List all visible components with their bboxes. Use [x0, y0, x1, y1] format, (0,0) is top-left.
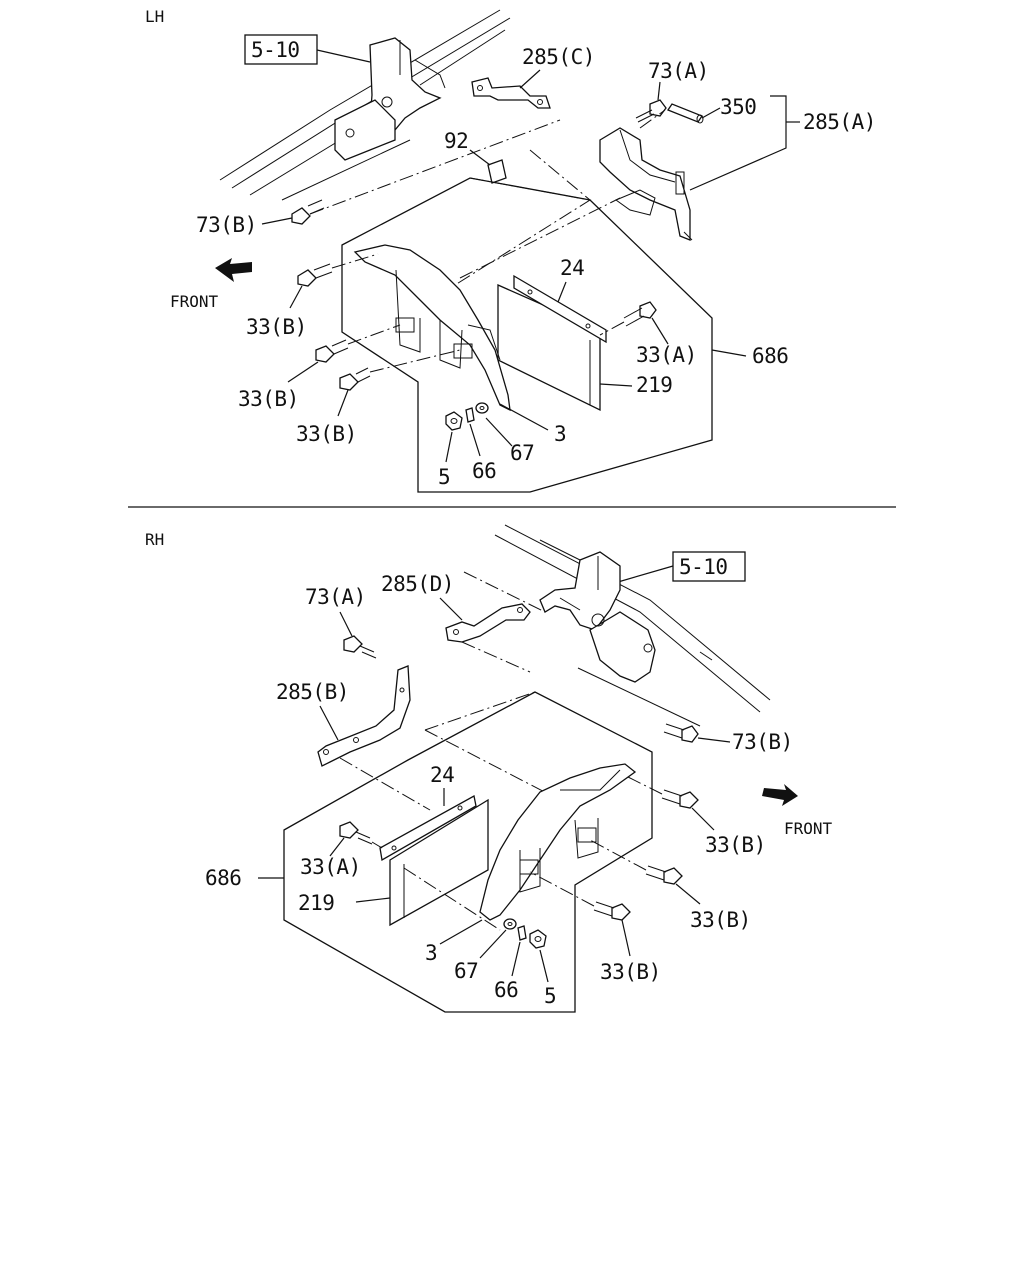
rh-frame-rail: [494, 524, 771, 713]
rh-cab-mount-bracket: [539, 551, 701, 727]
rh-bolt-73a: [343, 635, 377, 659]
rh-bolt-33a: [339, 821, 373, 845]
lh-nut-5: [445, 411, 463, 431]
lh-ref-box: [244, 34, 318, 65]
rh-nut-5: [529, 929, 547, 949]
rh-bolt-33b-2: [645, 865, 683, 885]
rh-section: RH 5-10 285(D): [145, 524, 833, 1013]
lh-bolt-33b-3: [339, 367, 371, 391]
lh-label-33b-2: 33(B): [238, 387, 299, 411]
lh-frame-rail: [219, 9, 511, 196]
rh-strip-24: [379, 795, 477, 862]
rh-bracket-285d: [445, 603, 531, 643]
rh-ref-box-label: 5-10: [679, 555, 728, 579]
lh-label-73b: 73(B): [196, 213, 257, 237]
lh-label-285c: 285(C): [522, 45, 595, 69]
lh-pin-350: [667, 103, 704, 124]
lh-bolt-33b-2: [315, 339, 349, 363]
lh-bolt-33a: [623, 301, 657, 327]
rh-bracket-285b: [317, 665, 411, 767]
lh-label-66: 66: [472, 459, 496, 483]
lh-label-285a: 285(A): [803, 110, 876, 134]
lh-section: LH 5-10 285(C): [145, 7, 876, 493]
rh-washer-67: [503, 918, 517, 930]
rh-label-33b-3: 33(B): [600, 960, 661, 984]
lh-clip-92: [487, 159, 507, 184]
rh-bolt-33b-3: [593, 901, 631, 921]
lh-washer-67: [465, 407, 475, 423]
rh-label-67: 67: [454, 959, 478, 983]
lh-bolt-73b: [291, 199, 325, 225]
rh-label-33b-2: 33(B): [690, 908, 751, 932]
lh-ref-box-label: 5-10: [251, 38, 300, 62]
lh-label-33b-3: 33(B): [296, 422, 357, 446]
rh-front-label: FRONT: [784, 819, 833, 838]
lh-section-label: LH: [145, 7, 164, 26]
rh-section-label: RH: [145, 530, 164, 549]
rh-mud-guard: [479, 763, 637, 921]
rh-bolt-33b-1: [661, 789, 699, 809]
lh-washer-3: [475, 402, 489, 414]
rh-label-24: 24: [430, 763, 454, 787]
lh-bracket-285a: [599, 127, 693, 241]
lh-bolt-33b-1: [297, 263, 333, 287]
rh-label-686: 686: [205, 866, 241, 890]
rh-label-219: 219: [298, 891, 334, 915]
rh-label-5: 5: [544, 984, 556, 1008]
lh-front-arrow: [215, 258, 252, 282]
rh-label-285b: 285(B): [276, 680, 349, 704]
lh-cab-mount-bracket: [281, 37, 446, 201]
lh-label-5: 5: [438, 465, 450, 489]
rh-label-33b-1: 33(B): [705, 833, 766, 857]
lh-mud-guard: [353, 244, 511, 412]
rh-label-285d: 285(D): [381, 572, 454, 596]
lh-bolt-73a: [635, 99, 667, 123]
lh-label-92: 92: [444, 129, 468, 153]
rh-label-33a: 33(A): [300, 855, 361, 879]
rh-washer-66: [517, 925, 527, 941]
lh-label-67: 67: [510, 441, 534, 465]
rh-label-3: 3: [425, 941, 437, 965]
lh-bracket-285c: [471, 77, 551, 109]
rh-front-arrow: [762, 784, 798, 806]
lh-label-24: 24: [560, 256, 584, 280]
lh-label-73a: 73(A): [648, 59, 709, 83]
rh-bolt-73b: [663, 723, 699, 743]
lh-label-33b-1: 33(B): [246, 315, 307, 339]
rh-label-73a: 73(A): [305, 585, 366, 609]
lh-label-33a: 33(A): [636, 343, 697, 367]
rh-assembly-686-outline: [283, 691, 653, 1013]
lh-label-350: 350: [720, 95, 756, 119]
rh-splash-panel-219: [389, 798, 489, 927]
lh-front-label: FRONT: [170, 292, 219, 311]
rh-label-66: 66: [494, 978, 518, 1002]
rh-label-73b: 73(B): [732, 730, 793, 754]
lh-label-3: 3: [554, 422, 566, 446]
lh-label-219: 219: [636, 373, 672, 397]
lh-strip-24: [513, 274, 607, 344]
lh-label-686: 686: [752, 344, 788, 368]
